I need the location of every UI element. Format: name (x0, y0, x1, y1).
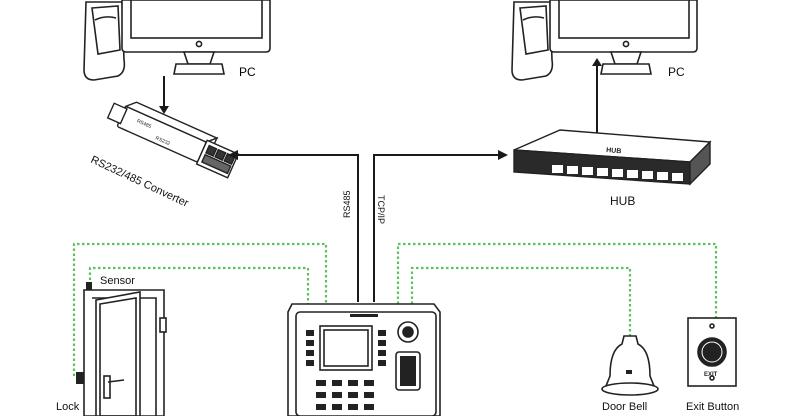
dotted-wiring (72, 242, 718, 376)
pc-converter-link (159, 76, 169, 114)
door-bell-illustration (601, 335, 659, 396)
access-control-terminal (287, 303, 441, 416)
converter-body-text: RS485 RS232 (136, 118, 171, 147)
converter-body-text-1: RS485 (136, 118, 153, 130)
rs485-arrowhead (228, 150, 238, 160)
pc-hub-link (592, 58, 602, 138)
tcpip-arrowhead (498, 150, 508, 160)
pc-left-illustration (83, 0, 271, 81)
exit-button-face-text: EXIT (704, 372, 718, 378)
rs485-line (236, 154, 359, 302)
exit-button-illustration (687, 317, 737, 387)
rs485-label: RS485 (342, 190, 352, 218)
hub-label: HUB (610, 194, 635, 208)
tcpip-label: TCP/IP (376, 195, 386, 224)
rs232-485-converter (106, 101, 240, 179)
sensor-device (86, 282, 92, 290)
hub-body-text: HUB (606, 147, 622, 155)
tcpip-line (373, 154, 500, 302)
pc-left-label: PC (239, 65, 256, 79)
lock-device (76, 372, 84, 384)
door-bell-label: Door Bell (602, 401, 647, 413)
pc-right-label: PC (668, 65, 685, 79)
exit-button-label: Exit Button (686, 401, 739, 413)
converter-label: RS232/485 Converter (89, 154, 191, 210)
lock-label: Lock (56, 401, 80, 413)
sensor-label: Sensor (100, 275, 135, 287)
door-illustration (83, 289, 167, 416)
network-hub (513, 129, 712, 186)
pc-right-illustration (511, 0, 698, 81)
converter-body-text-2: RS232 (154, 135, 171, 147)
